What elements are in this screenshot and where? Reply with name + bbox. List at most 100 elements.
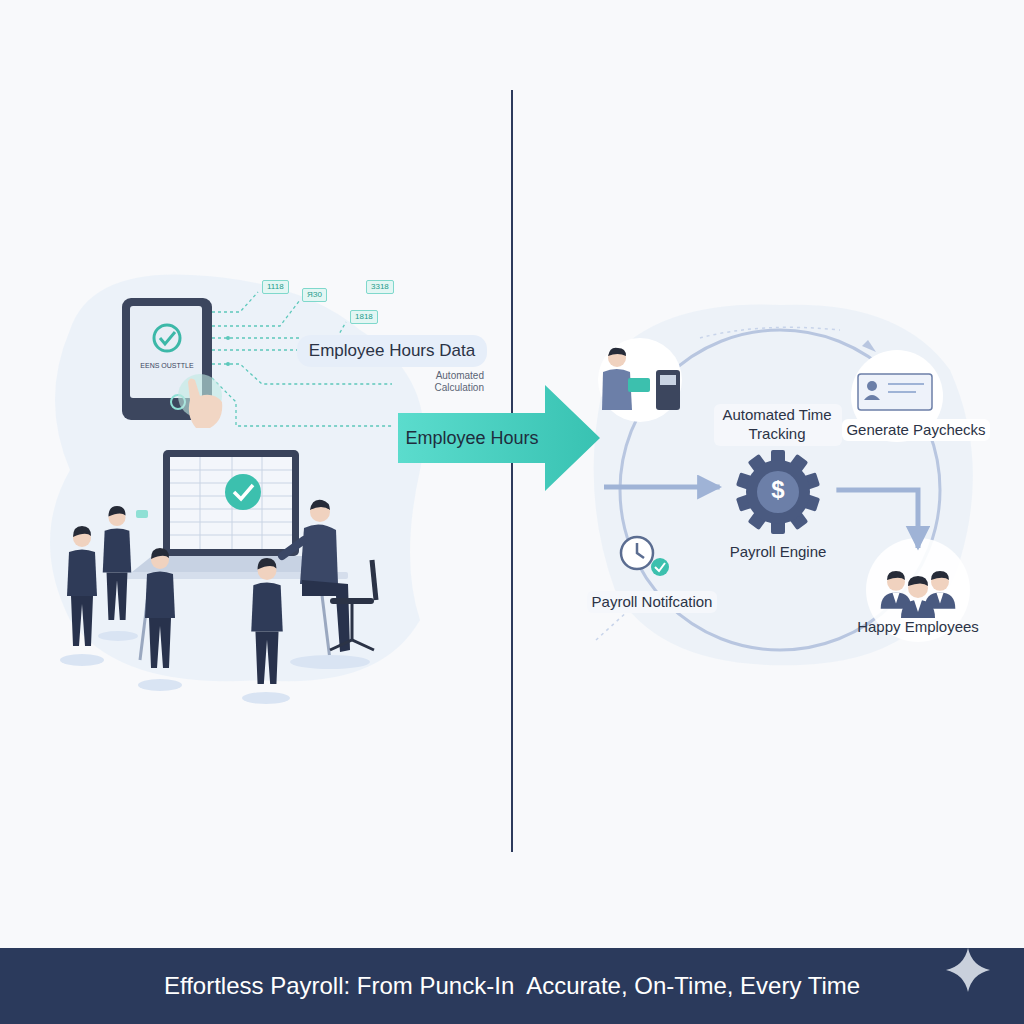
- laptop-desk: [163, 450, 299, 556]
- notification-icon: [655, 563, 665, 571]
- people-icon: [876, 554, 960, 618]
- step-label: Generate Paychecks: [842, 419, 989, 442]
- data-tag: ЯЗ0: [302, 288, 327, 302]
- sparkle-watermark: [946, 948, 990, 992]
- time-clock-device: [188, 378, 222, 428]
- time-clock-device: [122, 298, 222, 428]
- team-people: [330, 598, 374, 604]
- employee-bust: [901, 600, 935, 618]
- team-people: [103, 506, 132, 620]
- laptop-desk: [225, 474, 261, 510]
- step-label: Payroll Notifcation: [587, 591, 718, 614]
- flow-connector: [836, 490, 918, 548]
- data-leader-lines: [212, 337, 300, 338]
- team-people: [372, 560, 376, 600]
- team-people: [282, 540, 304, 556]
- time-tracking-icon: [598, 338, 682, 422]
- laptop-desk: [136, 510, 148, 518]
- team-people: [251, 558, 283, 684]
- time-tracking-icon: [660, 375, 676, 385]
- node-label: Automated Time Tracking: [718, 406, 836, 444]
- team-people: [60, 500, 376, 704]
- node-label: Payroll Engine: [729, 543, 828, 562]
- engine-step: Payroll Engine: [724, 445, 833, 564]
- divider-line: [511, 90, 513, 852]
- notification-icon: [621, 537, 653, 569]
- gear-hub: [757, 471, 799, 513]
- team-people: [300, 524, 338, 584]
- team-people: [330, 640, 374, 650]
- step-label: Automated Time Tracking: [714, 404, 842, 446]
- team-people: [67, 526, 97, 646]
- data-leader-lines: [212, 364, 392, 384]
- laptop-desk: [200, 457, 201, 549]
- team-people: [98, 631, 138, 641]
- laptop-desk: [170, 457, 292, 549]
- laptop-desk: [262, 457, 263, 549]
- time-tracking-icon: [602, 369, 632, 410]
- gear-icon: [736, 450, 820, 534]
- divider-line: [512, 90, 513, 852]
- time-tracking-icon: [656, 370, 680, 410]
- arrow-shape: [398, 385, 600, 491]
- time-tracking-icon: [628, 378, 650, 392]
- time-tracking-icon: [608, 348, 626, 356]
- paycheck-icon: [888, 391, 916, 393]
- notification-icon: [637, 543, 644, 558]
- laptop-desk: [234, 485, 253, 499]
- team-people: [138, 679, 182, 691]
- note-label: EENS OUSTTLE: [140, 362, 194, 370]
- laptop-desk: [170, 470, 292, 471]
- gear-body: [746, 460, 810, 524]
- laptop-desk: [170, 535, 292, 536]
- data-leader-lines: [212, 292, 258, 312]
- notification-icon: [621, 537, 669, 576]
- team-people: [302, 580, 350, 652]
- node-label: Happy Employees: [856, 618, 980, 637]
- node-label: Employee Hours Data: [308, 340, 476, 361]
- employee-bust: [914, 600, 922, 612]
- data-leader-lines: [226, 336, 230, 340]
- laptop-desk: [170, 522, 292, 523]
- employees-step: Happy Employees: [852, 552, 984, 639]
- paycheck-icon: [858, 374, 932, 410]
- team-people: [310, 500, 330, 510]
- paycheck-icon: [888, 383, 924, 385]
- employee-bust: [908, 576, 928, 586]
- payroll-cycle: [862, 340, 876, 352]
- data-pill: Employee Hours Data: [297, 335, 487, 366]
- laptop-desk: [170, 509, 292, 510]
- time-clock-device: [154, 325, 180, 351]
- time-clock-device: [160, 332, 175, 344]
- team-people: [351, 604, 354, 640]
- flow-connector: [604, 485, 720, 490]
- team-people: [290, 655, 370, 669]
- footer-caption: Effortless Payroll: From Punck-In Accura…: [0, 948, 1024, 1024]
- employee-bust: [881, 571, 912, 609]
- data-leader-lines: [226, 362, 230, 366]
- employee-bust: [936, 593, 943, 604]
- team-people: [242, 692, 290, 704]
- employee-bust: [931, 571, 949, 580]
- laptop-desk: [170, 457, 292, 549]
- employee-bust: [925, 571, 956, 609]
- team-people: [145, 548, 175, 668]
- node-label: Generate Paychecks: [845, 421, 986, 440]
- currency-symbol: $: [760, 476, 796, 505]
- employee-bust: [887, 571, 905, 580]
- flow-arrow: Employee Hours: [398, 385, 600, 491]
- notification-icon: [651, 558, 669, 576]
- node-label: Employee Hours: [398, 413, 546, 463]
- paycheck-icon: [864, 395, 880, 400]
- data-tag: 3318: [366, 280, 394, 294]
- data-tag: 1818: [350, 310, 378, 324]
- employee-bust: [892, 593, 899, 604]
- paycheck-icon: [867, 381, 877, 391]
- footer-band: [0, 948, 1024, 1024]
- footer-band: [0, 948, 1024, 1024]
- sparkle-watermark: [946, 948, 990, 992]
- payroll-cycle: [700, 327, 840, 338]
